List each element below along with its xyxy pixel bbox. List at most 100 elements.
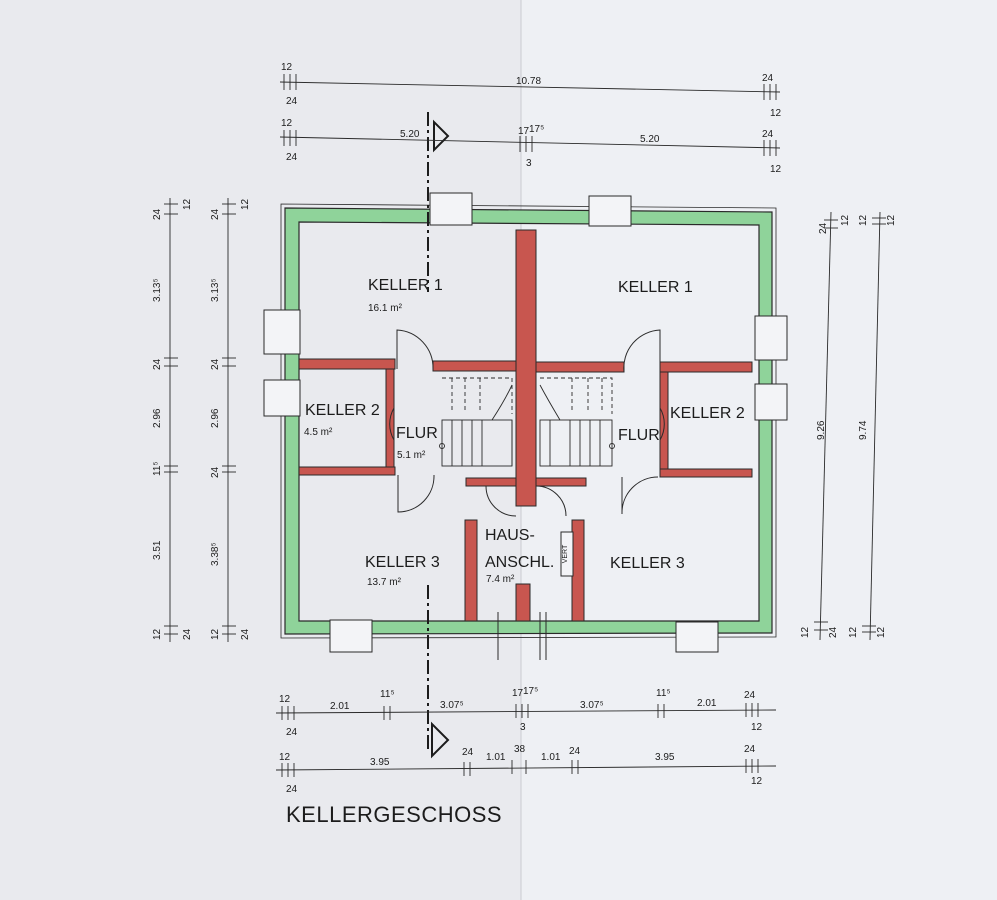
door-keller2-right	[659, 407, 665, 441]
staircase-right	[539, 377, 615, 467]
window-right-lower	[754, 383, 788, 421]
doors	[389, 329, 665, 517]
door-hausanschl-right	[535, 485, 567, 517]
dim-bottom1-j: 11⁵	[656, 688, 671, 699]
dim-top2-right-a: 24	[762, 129, 774, 140]
window-left-lower	[263, 379, 301, 417]
wall-k1-mid-left	[432, 360, 517, 372]
window-bottom-left	[329, 619, 373, 653]
room-hausanschl-area: 7.4 m²	[486, 574, 515, 585]
dim-top2-right: 5.20	[640, 134, 660, 145]
dim-bottom2-c: 3.95	[370, 757, 390, 768]
windows	[263, 192, 788, 653]
section-arrow-top	[433, 119, 450, 153]
dim-top1-right-b: 12	[770, 108, 782, 119]
door-keller2-left	[389, 407, 395, 441]
room-flur-left-area: 5.1 m²	[397, 450, 426, 461]
dim-bottom2-k: 12	[751, 776, 763, 787]
pipe-marks	[497, 612, 547, 660]
door-keller3-right	[621, 476, 659, 515]
dimension-labels: 12 24 10.78 24 12 12 24 5.20 17 17⁵ 3 5.…	[152, 62, 897, 795]
dim-right1-d: 12	[800, 626, 811, 638]
wall-hausanschl-mid	[515, 583, 531, 622]
wall-k1-right	[659, 361, 753, 373]
wall-hausanschl-left	[464, 519, 478, 622]
room-flur-right-name: FLUR	[618, 427, 660, 444]
dim-top1-center: 10.78	[516, 76, 541, 87]
dim-left1-e: 2.96	[152, 408, 163, 428]
dim-top1-right-a: 24	[762, 73, 774, 84]
dim-left1-c: 3.13⁵	[152, 278, 163, 302]
dim-top2-mid-a: 17	[518, 126, 530, 137]
dim-bottom2-d: 24	[462, 747, 474, 758]
dim-top1-left-a: 12	[281, 62, 293, 73]
dim-left1-i: 24	[182, 628, 193, 640]
window-right-upper	[754, 315, 788, 361]
dim-left2-d: 24	[210, 358, 221, 370]
dim-right2-c: 9.74	[858, 420, 869, 440]
wall-hausanschl-right	[571, 519, 585, 622]
dim-bottom1-i: 3.07⁵	[580, 700, 604, 711]
door-hausanschl-left	[485, 485, 517, 517]
dim-bottom2-e: 1.01	[486, 752, 506, 763]
drawing-title: KELLERGESCHOSS	[286, 802, 502, 827]
room-keller3-left-name: KELLER 3	[365, 554, 440, 571]
meter-box-label: VERT	[562, 544, 569, 563]
dim-top1-left-b: 24	[286, 96, 298, 107]
dim-left2-g: 3.38⁵	[210, 542, 221, 566]
room-keller2-left-name: KELLER 2	[305, 402, 380, 419]
dimension-lines	[164, 74, 886, 777]
room-keller2-right-name: KELLER 2	[670, 405, 745, 422]
dim-right2-d: 12	[848, 626, 859, 638]
window-top-left	[429, 192, 473, 226]
door-keller1-left	[396, 329, 434, 370]
dim-bottom2-g: 1.01	[541, 752, 561, 763]
room-keller1-left-name: KELLER 1	[368, 277, 443, 294]
room-keller3-left-area: 13.7 m²	[367, 577, 402, 588]
dim-top2-left-b: 24	[286, 152, 298, 163]
dim-bottom2-h: 24	[569, 746, 581, 757]
dim-bottom1-f: 17	[512, 688, 524, 699]
dim-left1-f: 11⁵	[152, 461, 163, 476]
window-top-right	[588, 195, 632, 227]
dim-right2-b: 12	[886, 214, 897, 226]
dim-left1-h: 12	[152, 628, 163, 640]
dim-bottom1-l: 24	[744, 690, 756, 701]
dim-top2-mid-b: 17⁵	[529, 124, 544, 135]
dim-bottom1-h: 3	[520, 722, 526, 733]
wall-k3-right	[659, 468, 753, 478]
room-hausanschl-line1: HAUS-	[485, 527, 535, 544]
dim-right1-a: 24	[818, 222, 829, 234]
room-keller1-right-name: KELLER 1	[618, 279, 693, 296]
dim-bottom2-i: 3.95	[655, 752, 675, 763]
meter-box: VERT	[560, 531, 574, 577]
wall-k3-left	[298, 466, 396, 476]
wall-k1-left	[298, 358, 396, 370]
dim-right2-a: 12	[858, 214, 869, 226]
dim-left2-b: 12	[240, 198, 251, 210]
dim-left2-e: 2.96	[210, 408, 221, 428]
dim-bottom1-c: 2.01	[330, 701, 350, 712]
dim-bottom1-m: 12	[751, 722, 763, 733]
dim-left1-g: 3.51	[152, 540, 163, 560]
dim-left2-a: 24	[210, 208, 221, 220]
room-keller1-left-area: 16.1 m²	[368, 303, 403, 314]
dim-bottom1-k: 2.01	[697, 698, 717, 709]
dim-left2-c: 3.13⁵	[210, 278, 221, 302]
dim-bottom2-j: 24	[744, 744, 756, 755]
dim-top2-left-a: 12	[281, 118, 293, 129]
staircase-left	[439, 377, 513, 467]
dim-top2-left: 5.20	[400, 129, 420, 140]
door-keller1-right	[623, 329, 661, 373]
dim-bottom1-d: 11⁵	[380, 689, 395, 700]
section-line	[427, 112, 450, 759]
window-bottom-right	[675, 621, 719, 653]
dim-bottom2-b: 24	[286, 784, 298, 795]
dim-right2-e: 12	[876, 626, 887, 638]
wall-flur-left-bottom	[465, 477, 517, 487]
room-labels: KELLER 1 16.1 m² KELLER 1 KELLER 2 4.5 m…	[304, 277, 745, 588]
dim-right1-b: 12	[840, 214, 851, 226]
dim-bottom1-e: 3.07⁵	[440, 700, 464, 711]
dim-left2-f: 24	[210, 466, 221, 478]
